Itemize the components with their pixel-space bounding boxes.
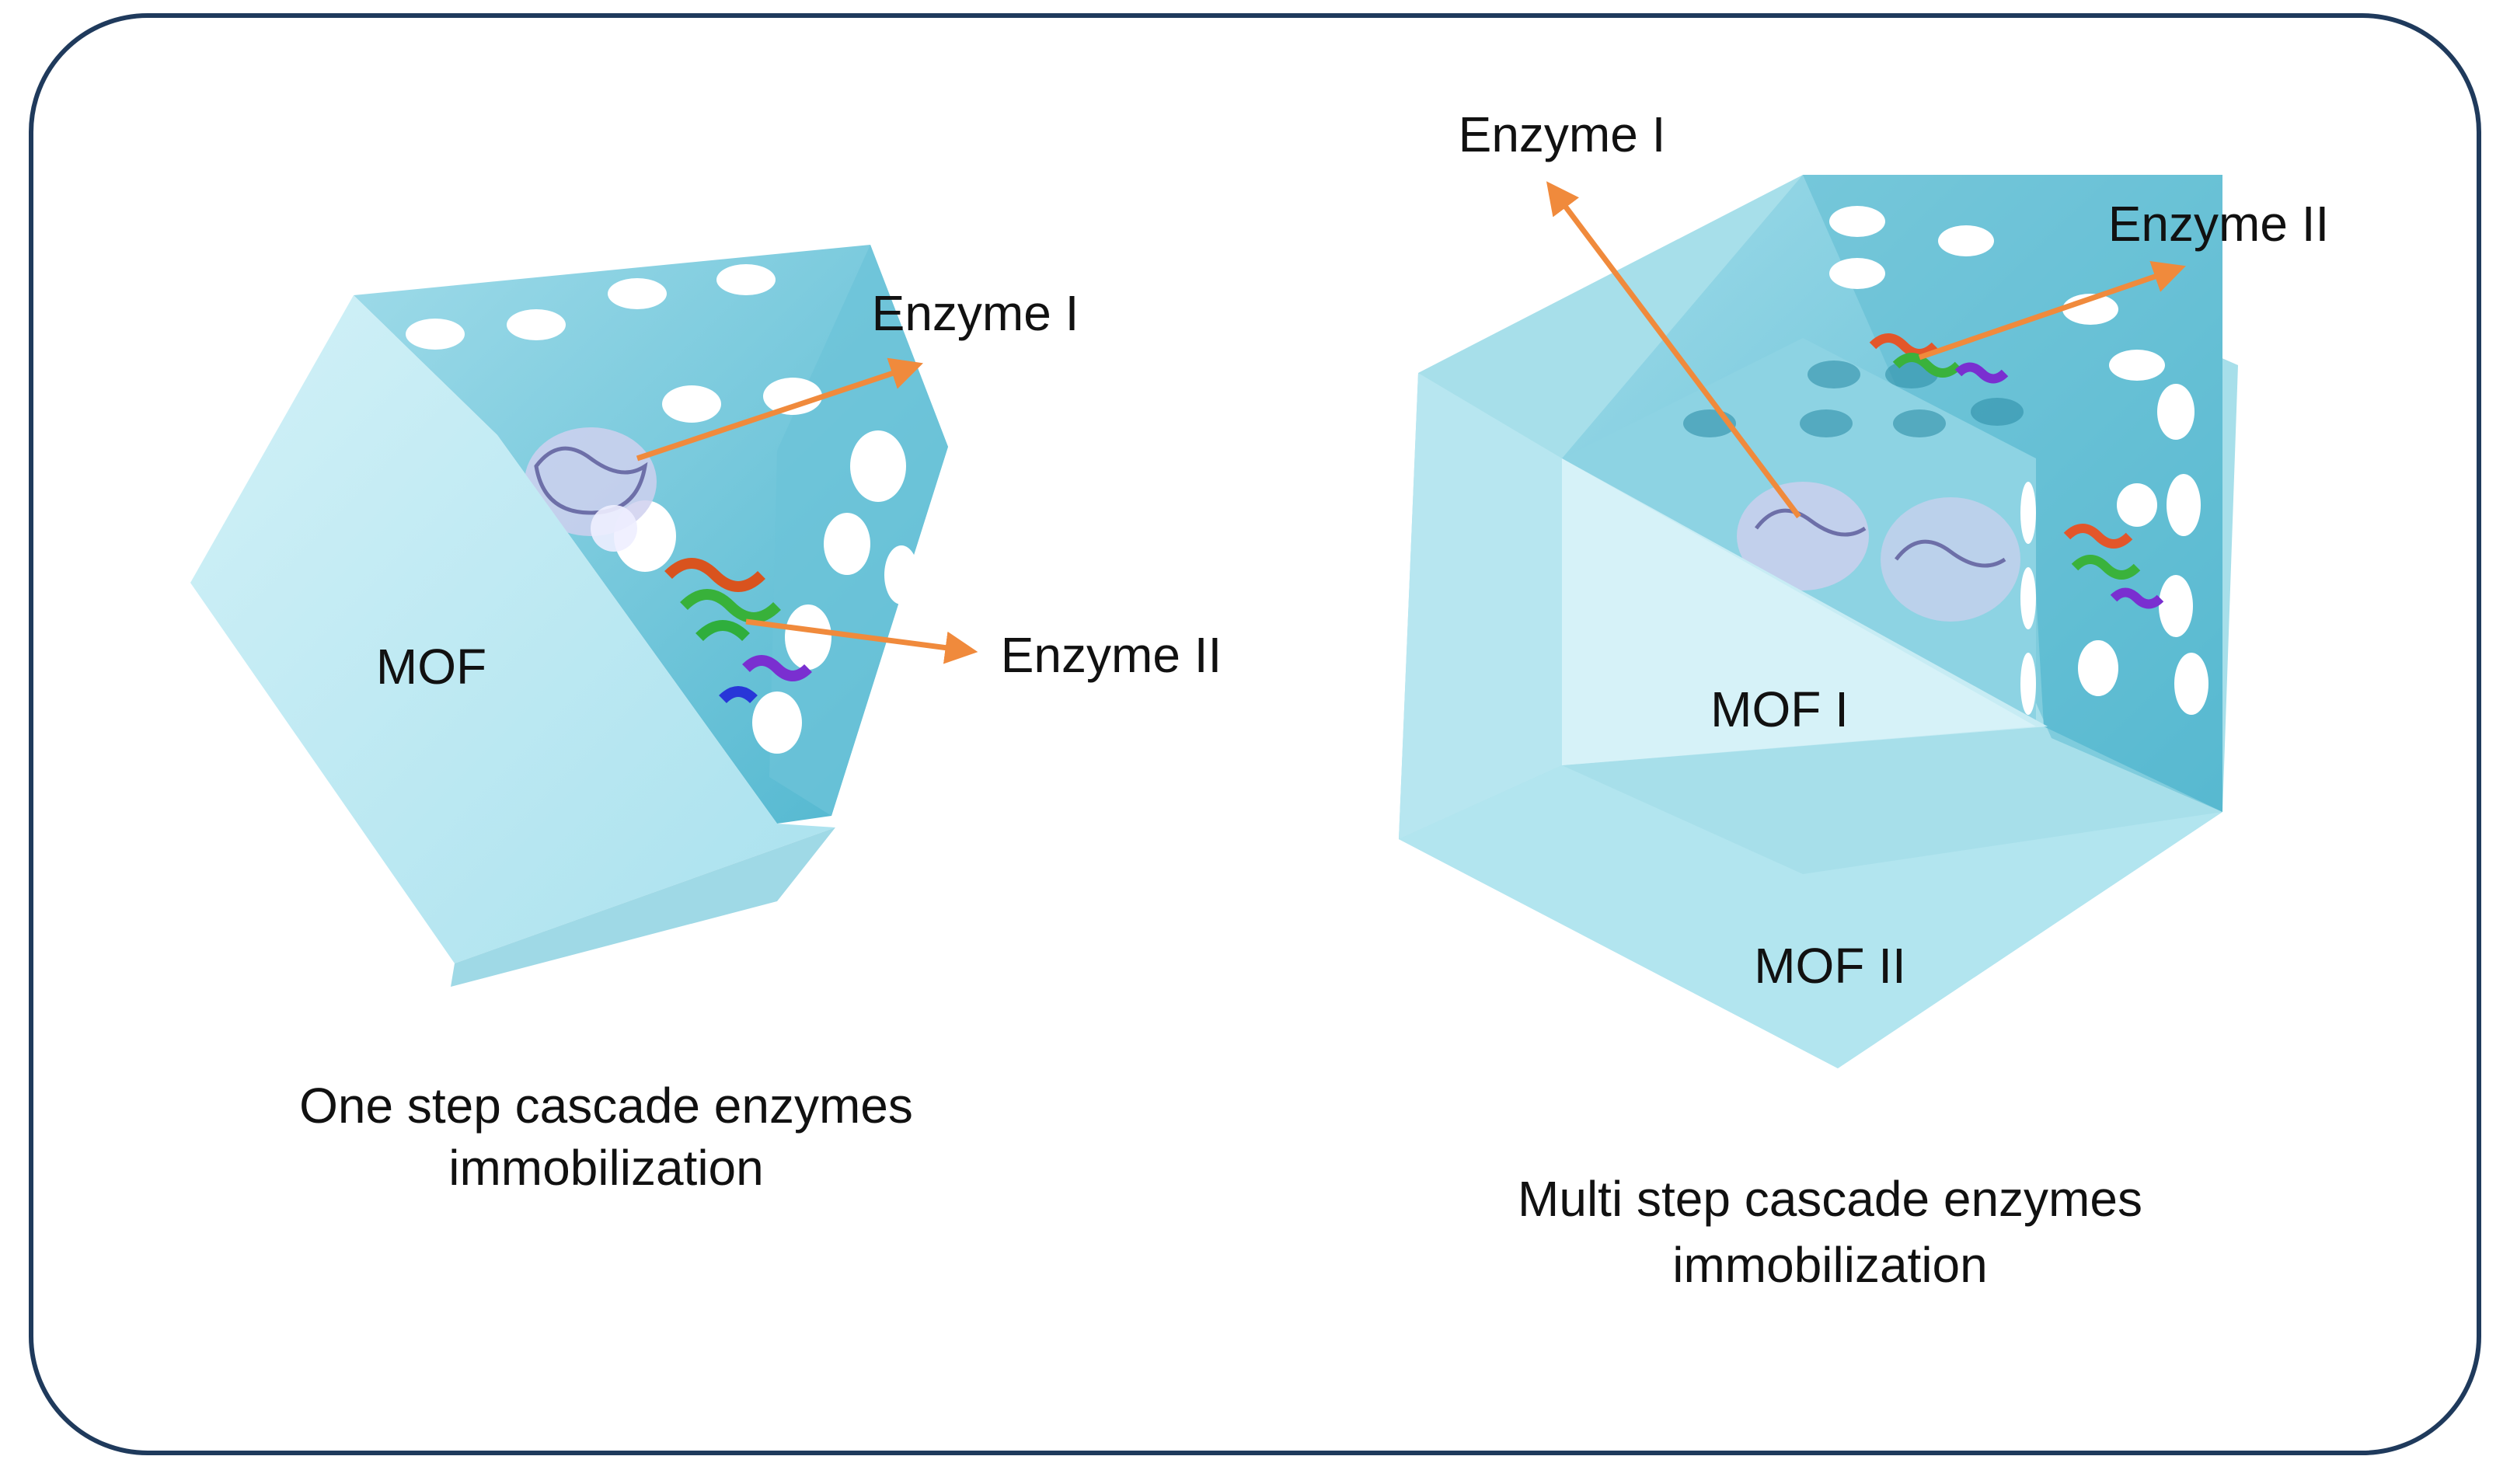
outer-mof-left-face: [1399, 373, 1562, 839]
single-mof-enzyme-1-structure: [525, 427, 657, 552]
single-caption-line-1: One step cascade enzymes: [299, 1078, 913, 1134]
nested-caption-line-2: immobilization: [1672, 1237, 1987, 1293]
single-mof-bottom-face: [451, 827, 835, 987]
nested-enzyme-2-structure: [1869, 333, 2164, 609]
nested-mof-1-label: MOF I: [1710, 681, 1849, 737]
nested-enzyme-1-label: Enzyme I: [1459, 106, 1666, 162]
nested-mof-crystal: [1399, 175, 2238, 1068]
nested-enzyme-1-structure: [1737, 482, 2020, 622]
inner-mof-front-face-main: [1562, 458, 2036, 765]
single-mof-enzyme-2-structure: [664, 558, 812, 704]
outer-mof-bottom-face: [1399, 765, 2222, 1068]
single-mof-front-face: [190, 295, 835, 963]
single-enzyme-2-arrow: [745, 618, 978, 664]
inner-mof-side-pores: [2020, 482, 2036, 715]
nested-enzyme-2-label: Enzyme II: [2108, 196, 2330, 252]
single-mof-label: MOF: [376, 639, 486, 695]
nested-caption-line-1: Multi step cascade enzymes: [1518, 1171, 2142, 1227]
outer-mof-pores: [1829, 206, 2208, 715]
single-enzyme-1-label: Enzyme I: [872, 285, 1079, 341]
nested-enzyme-2-arrow: [1918, 261, 2186, 361]
nested-enzyme-1-arrow: [1546, 181, 1801, 519]
single-caption-line-2: immobilization: [448, 1140, 763, 1196]
single-enzyme-2-label: Enzyme II: [1001, 627, 1222, 683]
nested-mof-2-label: MOF II: [1754, 938, 1906, 994]
single-enzyme-1-arrow: [636, 357, 923, 462]
